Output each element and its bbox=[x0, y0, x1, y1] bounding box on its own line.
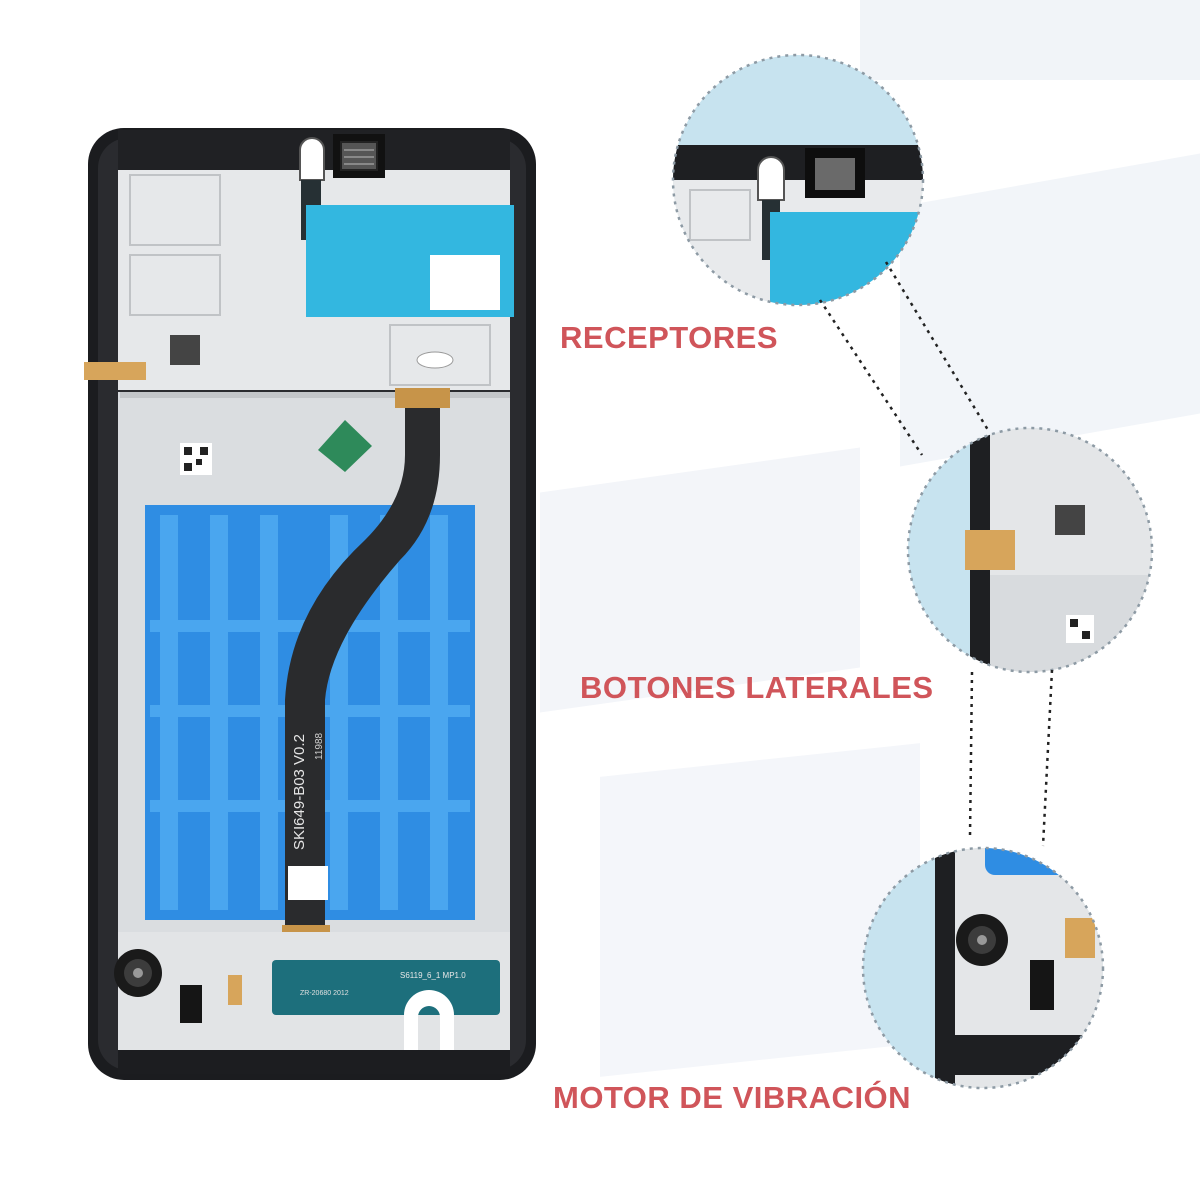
vibration-motor-area-zoom bbox=[863, 848, 1103, 1088]
board-marking: S6119_6_1 MP1.0 bbox=[400, 971, 466, 980]
board-small-marking: ZR-20680 2012 bbox=[300, 990, 349, 997]
receiver-area-zoom bbox=[673, 55, 923, 305]
flex-sub-marking: 11988 bbox=[314, 732, 325, 760]
bg-shape-1 bbox=[860, 0, 1200, 80]
flex-marking: SKI649-B03 V0.2 bbox=[291, 734, 308, 850]
callout-lines bbox=[818, 261, 1054, 847]
callout-label-motor-de-vibracion: MOTOR DE VIBRACIÓN bbox=[553, 1080, 912, 1115]
lcd-frame-assembly: SKI649-B03 V0.2 11988 S6119_6_1 MP1.0 ZR… bbox=[84, 128, 536, 1080]
callout-label-botones-laterales: BOTONES LATERALES bbox=[580, 670, 934, 705]
side-buttons-area-zoom bbox=[908, 428, 1152, 672]
callout-label-receptores: RECEPTORES bbox=[560, 320, 779, 355]
